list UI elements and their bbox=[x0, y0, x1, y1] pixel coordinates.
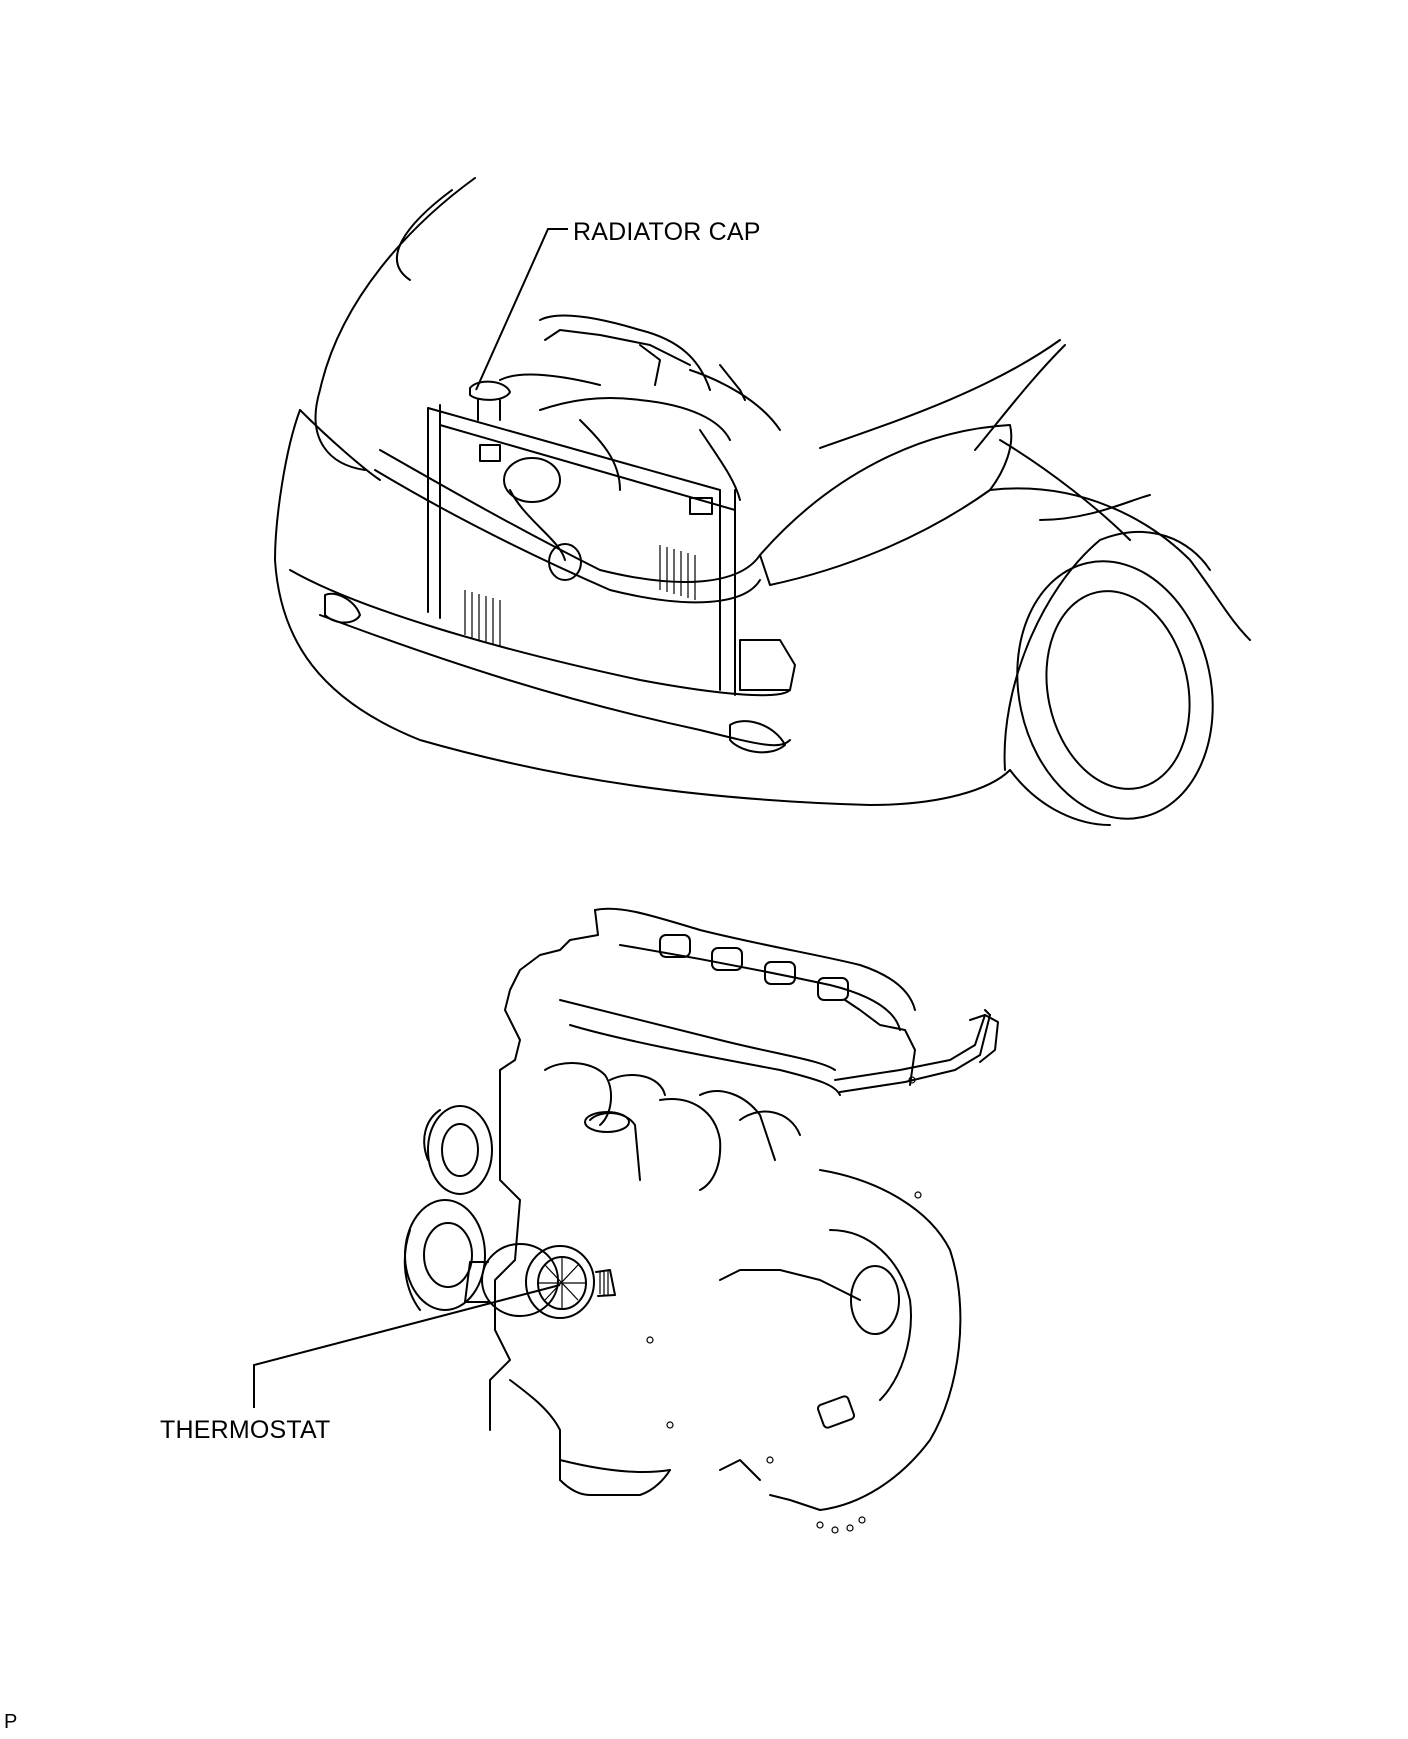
car-front-illustration bbox=[274, 177, 1251, 826]
radiator-cap-leader bbox=[475, 228, 568, 391]
radiator-cap-label: RADIATOR CAP bbox=[573, 218, 761, 246]
engine-illustration bbox=[403, 907, 999, 1534]
thermostat-leader bbox=[253, 1284, 561, 1408]
thermostat-label: THERMOSTAT bbox=[160, 1416, 331, 1444]
reference-code: P bbox=[4, 1711, 18, 1733]
